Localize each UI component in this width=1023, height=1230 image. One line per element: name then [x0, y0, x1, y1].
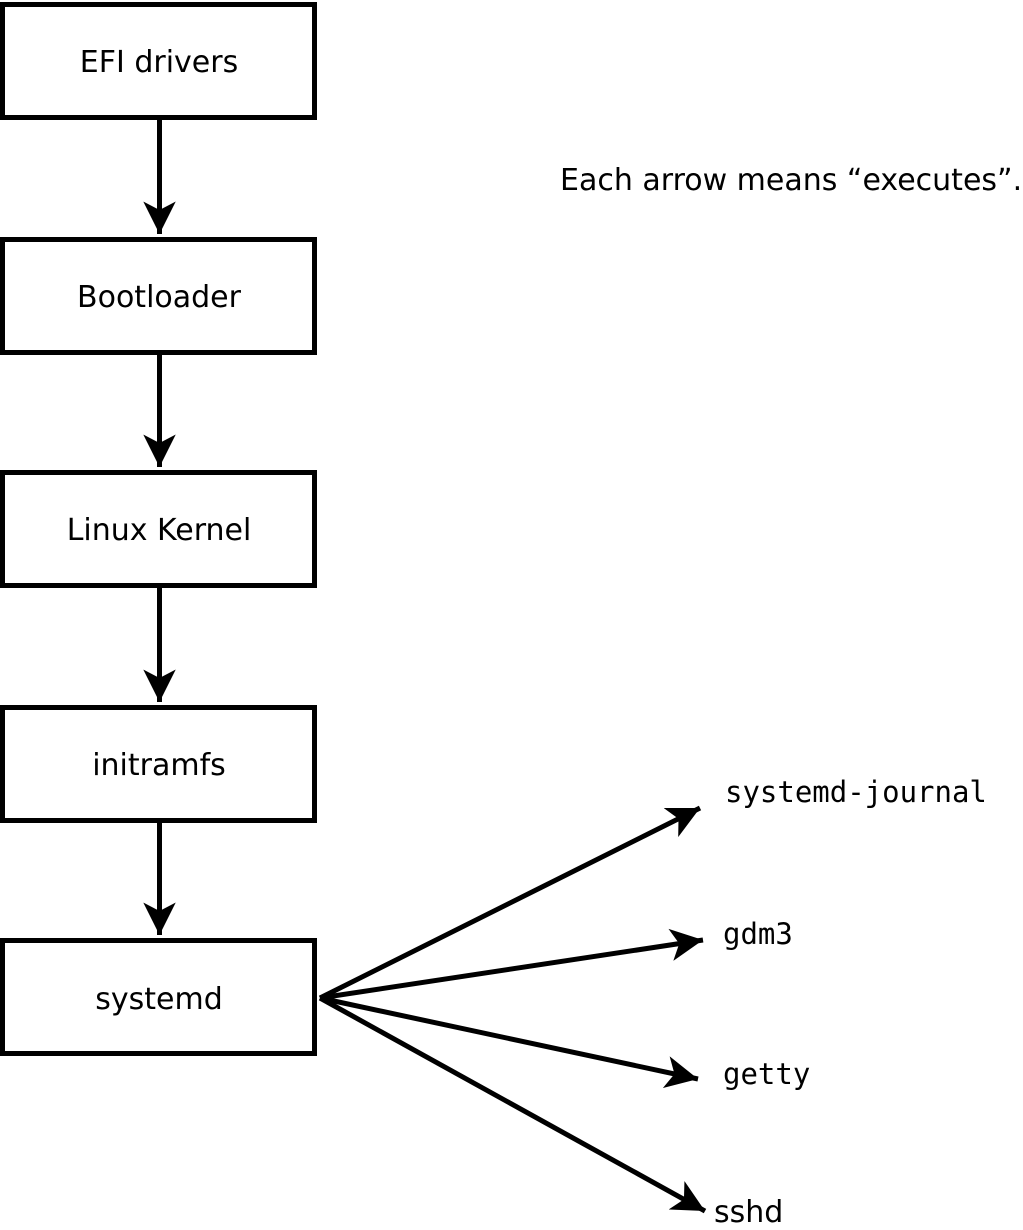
arrow-systemd-to-gdm3	[319, 928, 704, 1001]
node-systemd-label: systemd	[95, 982, 223, 1017]
arrow-systemd-to-getty	[319, 995, 699, 1089]
node-initramfs-box	[0, 705, 317, 823]
node-systemd-box	[0, 938, 317, 1056]
process-label-sshd: sshd	[714, 1195, 783, 1230]
node-bootloader-box	[0, 237, 317, 355]
node-linux-kernel-label: Linux Kernel	[67, 513, 252, 548]
node-efi-drivers-label: EFI drivers	[80, 45, 238, 80]
arrow-systemd-to-systemd-journal	[318, 805, 702, 1001]
node-initramfs-label: initramfs	[92, 748, 226, 783]
process-label-getty: getty	[723, 1057, 810, 1091]
arrow-systemd-to-sshd	[318, 995, 707, 1214]
process-label-gdm3: gdm3	[723, 917, 793, 951]
arrow-meaning-annotation: Each arrow means “executes”.	[560, 163, 1022, 198]
node-linux-kernel-box	[0, 470, 317, 588]
process-label-systemd-journal: systemd-journal	[725, 775, 987, 809]
node-efi-drivers-box	[0, 2, 317, 120]
node-bootloader-label: Bootloader	[77, 280, 242, 315]
